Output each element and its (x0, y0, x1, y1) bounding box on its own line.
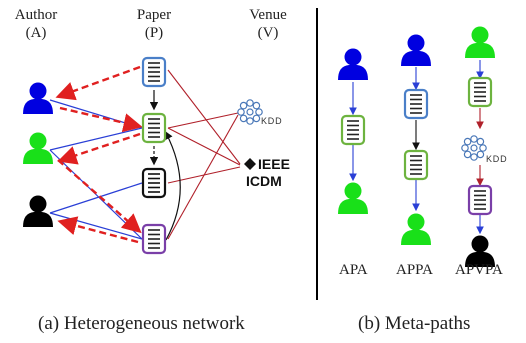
author-icon-black (23, 195, 53, 227)
kdd-logo-icon (237, 99, 263, 125)
appa-paper-green-icon (403, 149, 429, 181)
author-icon-blue (23, 82, 53, 114)
caption-a: (a) Heterogeneous network (38, 313, 245, 334)
apvpa-kdd-text: KDD (486, 154, 507, 164)
author-abbr: (A) (25, 25, 47, 41)
citation-edges (149, 90, 181, 241)
icdm-logo-line2: ICDM (246, 173, 282, 189)
paper-label: Paper (136, 7, 172, 23)
metapath-label-apa: APA (339, 262, 368, 278)
apa-paper-green-icon (340, 114, 366, 146)
appa-author-green-icon (401, 213, 431, 245)
kdd-logo-text: KDD (261, 116, 282, 126)
apvpa-paper-green-icon (467, 76, 493, 108)
icdm-logo-line1: IEEE (258, 156, 290, 172)
paper-abbr: (P) (144, 25, 164, 41)
edge-p1-kdd (167, 112, 239, 129)
metapath-label-appa: APPA (396, 262, 433, 278)
paper-icon-black (141, 167, 167, 199)
edge-p1-icdm (167, 127, 241, 166)
paper-icon-green (141, 112, 167, 144)
author-icon-green (23, 132, 53, 164)
column-header-author: Author (A) (14, 6, 58, 42)
apvpa-paper-purple-icon (467, 184, 493, 216)
walk-p1-a2 (57, 132, 141, 165)
apvpa-author-green-icon (465, 26, 495, 58)
edge-p0-kdd (167, 69, 241, 165)
metapath-label-apvpa: APVPA (455, 262, 503, 278)
venue-abbr: (V) (257, 25, 279, 41)
column-header-paper: Paper (P) (130, 6, 178, 42)
edge-p3-kdd (167, 114, 239, 240)
walk-a2-p3 (57, 159, 142, 234)
apa-author-blue-icon (338, 48, 368, 80)
edge-a3-p2 (49, 182, 143, 214)
ieee-diamond-icon (244, 158, 256, 170)
paper-icon-blue (141, 56, 167, 88)
apvpa-author-black-icon (465, 235, 495, 267)
venue-label: Venue (249, 7, 287, 23)
metapath-walk (55, 65, 143, 244)
paper-venue-edges (167, 69, 241, 240)
apvpa-kdd-logo-icon (461, 135, 487, 161)
apa-author-green-icon (338, 182, 368, 214)
column-header-venue: Venue (V) (244, 6, 292, 42)
walk-p0-a1 (55, 65, 141, 101)
caption-b: (b) Meta-paths (358, 313, 471, 334)
author-label: Author (14, 7, 58, 23)
author-paper-edges (49, 99, 143, 240)
paper-icon-purple (141, 223, 167, 255)
appa-paper-blue-icon (403, 88, 429, 120)
walk-p3-a3 (57, 216, 139, 244)
cite-p3-p1 (164, 130, 181, 241)
walk-a1-p1 (59, 106, 143, 133)
appa-author-blue-icon (401, 34, 431, 66)
